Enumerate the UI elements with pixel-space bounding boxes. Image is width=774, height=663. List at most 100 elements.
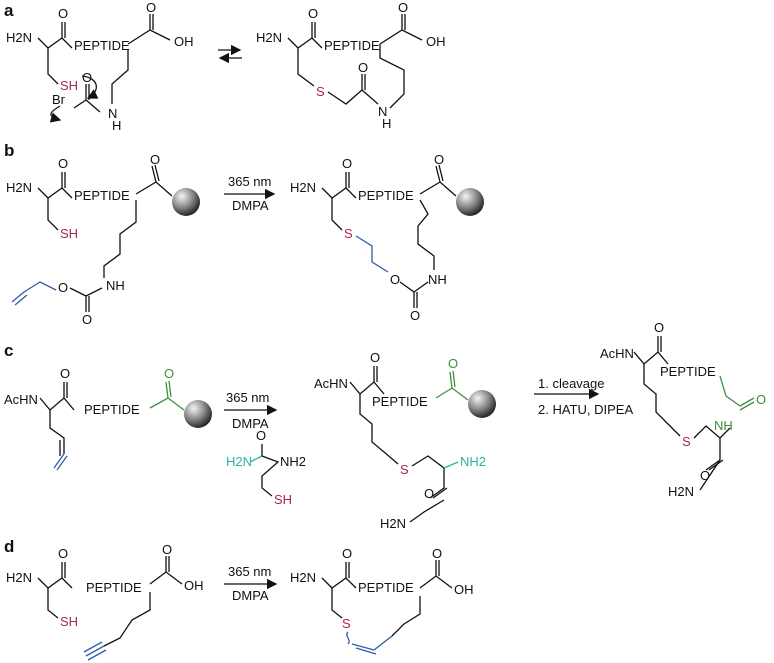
cys-h2n: H2N (226, 454, 252, 469)
propyl-linker (355, 235, 389, 273)
cys-chain-d (47, 588, 59, 619)
ester-o-b: O (150, 152, 160, 167)
cys-o: O (256, 428, 266, 443)
amine-label-d2: H2N (290, 570, 316, 585)
panel-c: c AcHN O PEPTIDE O 365 nm DMPA O H2N NH2… (4, 320, 766, 531)
cys-o-c3: O (700, 468, 710, 483)
lys-chain-b (103, 200, 137, 278)
panel-a: a H2N O PEPTIDE SH O OH N H O Br H2N O P… (4, 0, 446, 133)
cond1-b: 365 nm (228, 174, 271, 189)
alkene-chain-c (49, 410, 65, 456)
acid-bonds (127, 14, 171, 45)
carbonyl-o-2: O (308, 6, 318, 21)
acid-oh-2: OH (426, 34, 446, 49)
backbone-bonds-c3 (633, 336, 669, 365)
peptide-label: PEPTIDE (74, 38, 130, 53)
green-linker-c (149, 380, 185, 411)
acid-o-d2: O (432, 546, 442, 561)
backbone-bonds-b (37, 172, 73, 199)
carbamate-o-b: O (82, 312, 92, 327)
resin-bead-3 (184, 400, 212, 428)
acid-oh: OH (174, 34, 194, 49)
alkyne-chain-d (103, 592, 151, 647)
amide-bond-c3 (699, 459, 721, 491)
backbone-bonds-d2 (321, 562, 357, 589)
amine-label: H2N (6, 30, 32, 45)
green-o-c: O (164, 366, 174, 381)
amide-o-2: O (358, 60, 368, 75)
sulfur-label-c2: S (400, 462, 409, 477)
carbonyl-o-d2: O (342, 546, 352, 561)
h2n-label-c2: H2N (380, 516, 406, 531)
vinyl-sulfide-d2 (346, 631, 393, 655)
cys-o-c2: O (424, 486, 434, 501)
green-o-c2: O (448, 356, 458, 371)
panel-label-a: a (4, 1, 14, 20)
ester-o-b2: O (434, 152, 444, 167)
ester-bonds-b (135, 164, 173, 197)
ester-bonds-b2 (419, 164, 457, 197)
amide-bond-c2 (409, 499, 445, 523)
peptide-label-c2: PEPTIDE (372, 394, 428, 409)
cys-amine-bond (249, 455, 263, 463)
carbonyl-o-c3: O (654, 320, 664, 335)
lys-chain-b2 (417, 199, 435, 270)
cys-chain-d2 (331, 588, 343, 619)
lys-chain (111, 50, 129, 104)
cys-bonds (261, 444, 280, 497)
lys-chain-2 (379, 44, 405, 109)
carbonyl-o-c: O (60, 366, 70, 381)
cond2-c: DMPA (232, 416, 269, 431)
acid-bonds-d (149, 556, 183, 585)
peptide-label-2: PEPTIDE (324, 38, 380, 53)
curved-arrow-1 (81, 75, 99, 99)
panel-d: d H2N O PEPTIDE SH O OH 365 nm DMPA H2N … (4, 537, 474, 661)
amine-label-b: H2N (6, 180, 32, 195)
allyl-group (11, 281, 57, 306)
carbamate-bonds-b (69, 287, 103, 312)
cys-chain-b (47, 198, 59, 231)
backbone-bonds-b2 (321, 172, 357, 199)
backbone-bonds-c (39, 382, 75, 411)
chain-d2 (391, 596, 421, 637)
cys-chain-b2 (331, 198, 343, 231)
peptide-label-c3: PEPTIDE (660, 364, 716, 379)
acid-o-2: O (398, 0, 408, 15)
carbamate-o-b2: O (410, 308, 420, 323)
cond2-d: DMPA (232, 588, 269, 603)
nh-h: H (112, 118, 121, 133)
acid-oh-d: OH (184, 578, 204, 593)
green-amide-c3 (719, 375, 755, 411)
backbone-bonds (37, 22, 73, 49)
nh-n-2: N (378, 104, 387, 119)
cys-chain-2 (297, 48, 315, 87)
thiol-label: SH (60, 78, 78, 93)
achn-label-2: AcHN (314, 376, 348, 391)
achn-label: AcHN (4, 392, 38, 407)
nh-h-2: H (382, 116, 391, 131)
backbone-bonds-2 (287, 22, 323, 49)
carbamate-o2-b: O (58, 280, 68, 295)
cys-chain (47, 48, 59, 85)
resin-bead (172, 188, 200, 216)
acid-oh-d2: OH (454, 582, 474, 597)
resin-bead-2 (456, 188, 484, 216)
nh-label-c3: NH (714, 418, 733, 433)
step1-c: 1. cleavage (538, 376, 605, 391)
cys-sh: SH (274, 492, 292, 507)
cond1-c: 365 nm (226, 390, 269, 405)
green-linker-c2 (435, 370, 469, 401)
peptide-label-d2: PEPTIDE (358, 580, 414, 595)
chain-c2 (359, 394, 399, 465)
carbonyl-o-c2: O (370, 350, 380, 365)
carbonyl-o-b2: O (342, 156, 352, 171)
amine-label-d: H2N (6, 570, 32, 585)
backbone-bonds-d (37, 562, 73, 589)
nh-label-b: NH (106, 278, 125, 293)
cond1-d: 365 nm (228, 564, 271, 579)
amine-label-2: H2N (256, 30, 282, 45)
acid-o: O (146, 0, 156, 15)
carbamate-bonds-b2 (399, 281, 429, 308)
sulfur-label-c3: S (682, 434, 691, 449)
